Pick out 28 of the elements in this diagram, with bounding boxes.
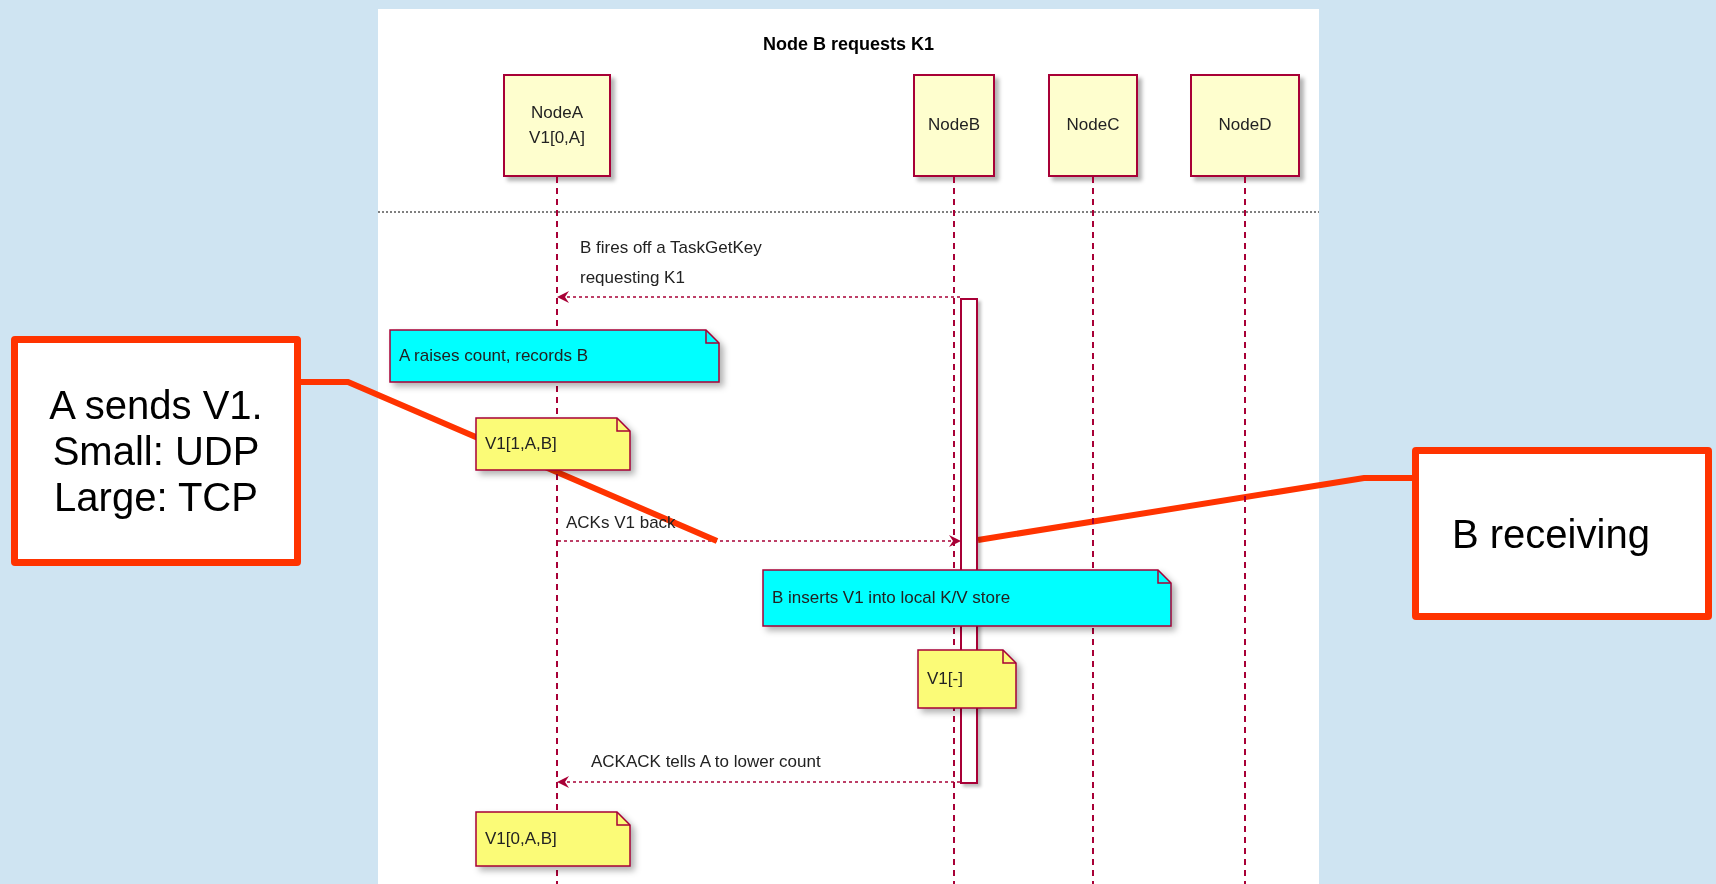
callout-box bbox=[1412, 447, 1712, 620]
participant-box bbox=[1190, 74, 1300, 177]
lifeline bbox=[1092, 177, 1094, 884]
message-arrow bbox=[557, 776, 961, 788]
note-text: B inserts V1 into local K/V store bbox=[772, 588, 1011, 608]
callout-text: A sends V1. Small: UDP Large: TCP bbox=[48, 382, 264, 520]
message-label: ACKs V1 back bbox=[566, 512, 676, 534]
participant-name: NodeC bbox=[1066, 114, 1120, 137]
note-text: V1[1,A,B] bbox=[485, 434, 557, 454]
participant-name: V1[0,A] bbox=[529, 126, 585, 149]
message-label: B fires off a TaskGetKey requesting K1 bbox=[580, 237, 763, 289]
lifeline bbox=[1244, 177, 1246, 884]
note-text: A raises count, records B bbox=[399, 346, 588, 366]
note-text: V1[-] bbox=[927, 669, 963, 689]
leader-line bbox=[977, 475, 1412, 543]
participant-name: NodeD bbox=[1218, 114, 1272, 137]
message-arrow bbox=[557, 291, 961, 303]
diagram-title: Node B requests K1 bbox=[761, 34, 935, 55]
participant-name: NodeA bbox=[531, 101, 583, 124]
callout-text: B receiving bbox=[1452, 510, 1650, 557]
note-text: V1[0,A,B] bbox=[485, 829, 557, 849]
message-arrow bbox=[557, 535, 961, 547]
participant-box bbox=[1048, 74, 1138, 177]
message-label: ACKACK tells A to lower count bbox=[591, 751, 821, 773]
participant-box bbox=[503, 74, 611, 177]
callout-box bbox=[11, 336, 301, 566]
participant-name: NodeB bbox=[928, 114, 980, 137]
participant-box bbox=[913, 74, 995, 177]
